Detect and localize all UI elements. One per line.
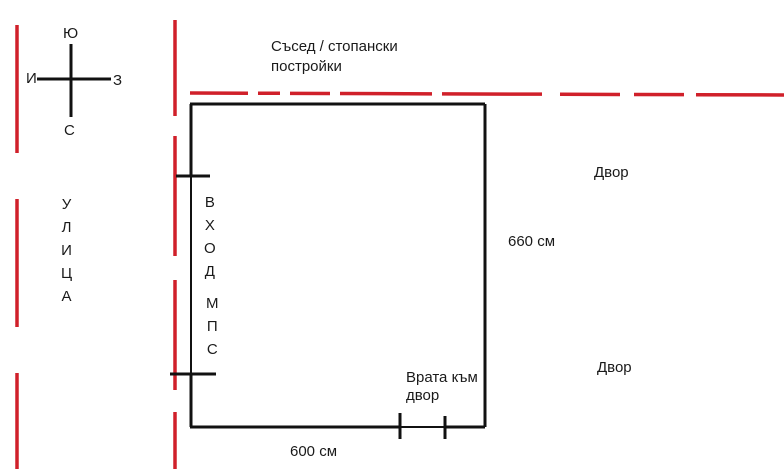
mps-letter: М <box>206 295 219 312</box>
neighbor-label-line2: постройки <box>271 58 342 75</box>
street-letter: А <box>61 288 72 305</box>
gate-label-line1: Врата към <box>406 369 478 386</box>
mps-label: М П С <box>206 292 219 361</box>
width-dimension-label: 600 см <box>290 443 338 460</box>
yard-label-top: Двор <box>594 164 629 181</box>
neighbor-boundary-line <box>189 91 784 97</box>
street-label: У Л И Ц А <box>61 193 72 308</box>
entrance-letter: В <box>204 194 215 211</box>
mps-letter: П <box>206 318 218 335</box>
entrance-letter: О <box>204 240 216 257</box>
entrance-label: В Х О Д <box>204 191 216 283</box>
boundary-lines <box>15 20 784 469</box>
gate-label-line2: двор <box>406 387 440 404</box>
street-letter: И <box>61 242 72 259</box>
compass-label-left: И <box>26 70 37 87</box>
compass-cross <box>37 44 111 117</box>
entrance-letter: Х <box>204 217 215 234</box>
entrance-letter: Д <box>204 263 215 280</box>
yard-label-bottom: Двор <box>597 359 632 376</box>
height-dimension-label: 660 см <box>508 233 556 250</box>
street-letter: У <box>61 196 72 213</box>
mps-letter: С <box>206 341 218 358</box>
street-letter: Ц <box>61 265 73 282</box>
compass-label-top: Ю <box>63 25 79 42</box>
compass-label-right: З <box>113 72 123 89</box>
opening-ticks <box>170 174 447 439</box>
neighbor-label-line1: Съсед / стопански <box>271 38 398 55</box>
compass-label-bottom: С <box>64 122 75 139</box>
street-letter: Л <box>61 219 72 236</box>
building-outline <box>189 102 487 429</box>
